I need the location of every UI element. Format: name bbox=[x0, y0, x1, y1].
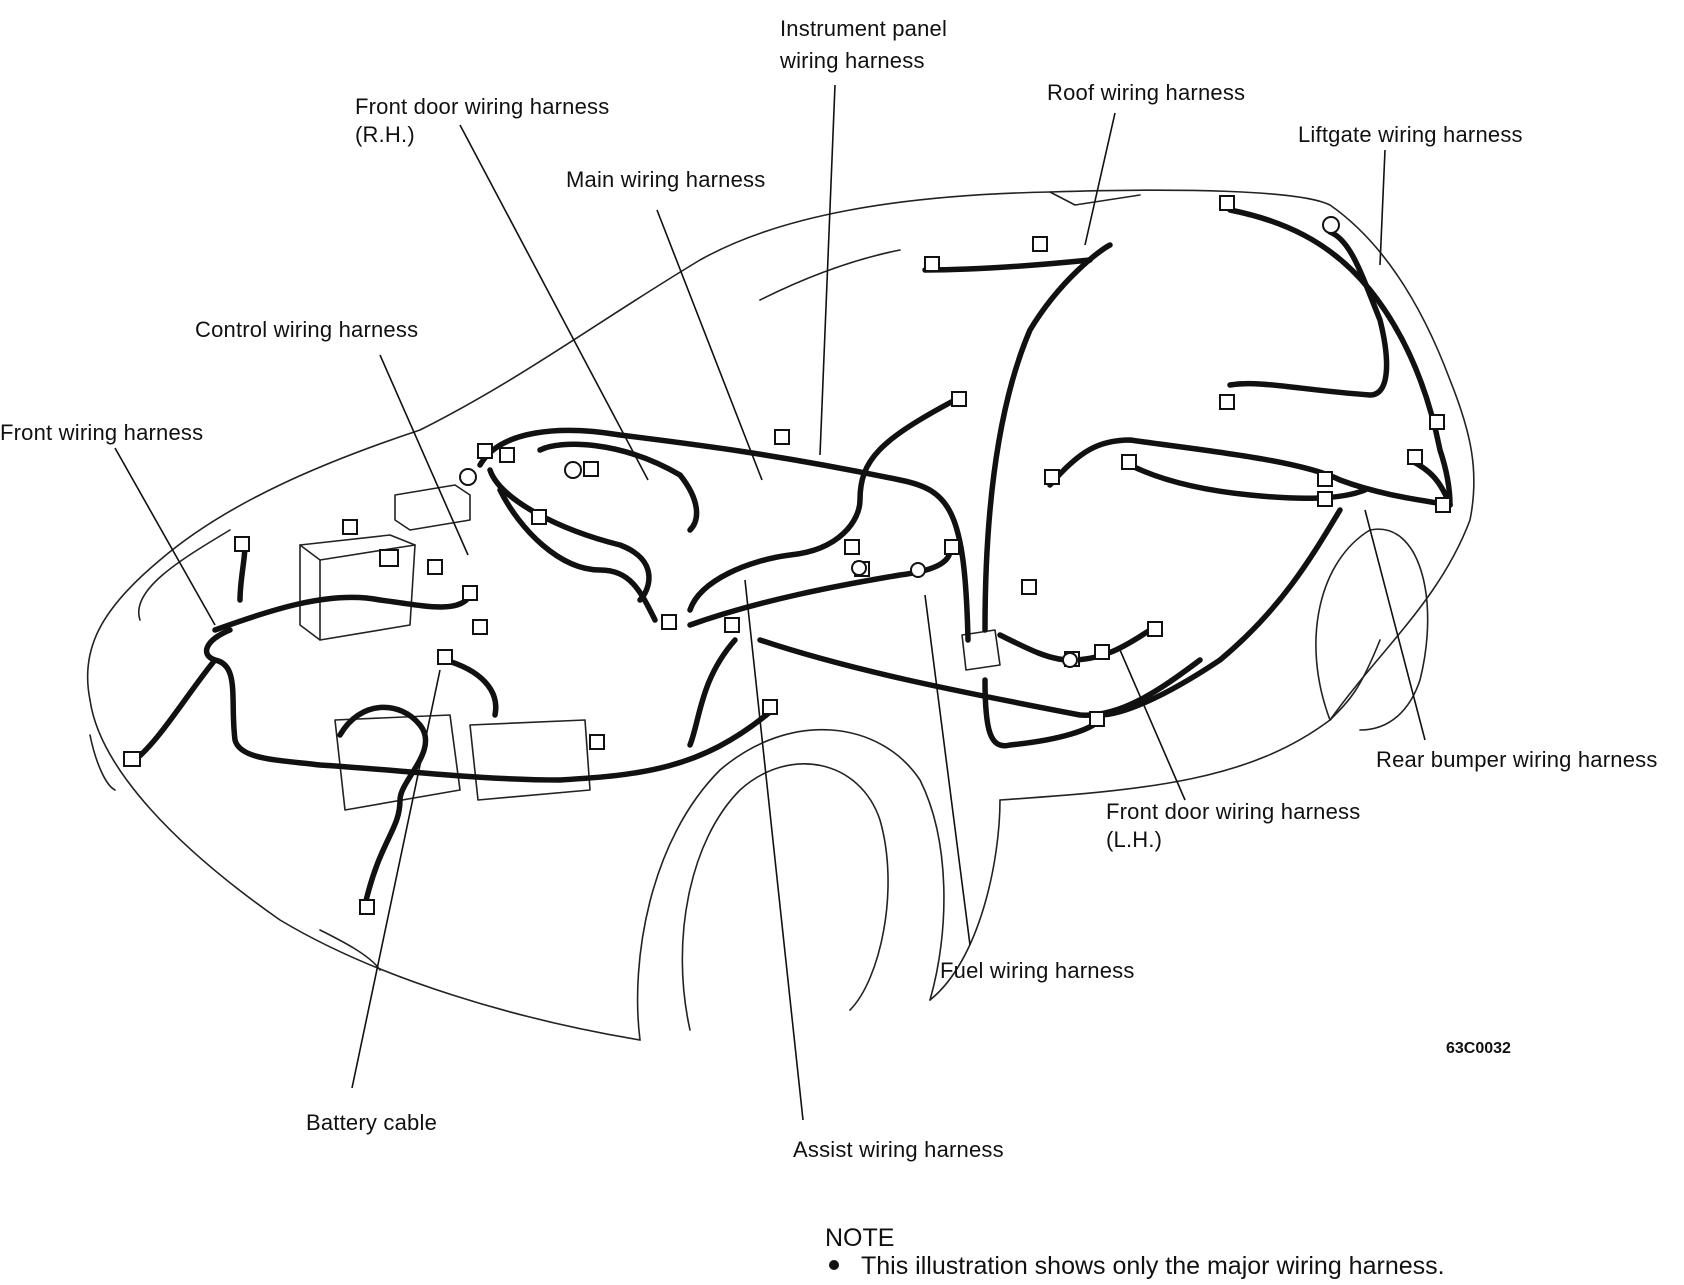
note-text: This illustration shows only the major w… bbox=[861, 1252, 1445, 1280]
connectors bbox=[123, 195, 1451, 915]
label-battery-cable: Battery cable bbox=[306, 1110, 438, 1135]
figure-code: 63C0032 bbox=[1446, 1040, 1511, 1057]
leader-lines bbox=[114, 84, 1426, 1121]
label-roof-harness: Roof wiring harness bbox=[1047, 80, 1246, 105]
label-front-door-lh-line2: (L.H.) bbox=[1106, 827, 1163, 852]
battery bbox=[299, 534, 416, 641]
note-line: This illustration shows only the major w… bbox=[825, 1250, 1445, 1282]
label-assist-harness: Assist wiring harness bbox=[793, 1137, 1004, 1162]
car-body-outline bbox=[86, 189, 1475, 1041]
label-front-door-rh-line2: (R.H.) bbox=[355, 122, 415, 147]
note-title: NOTE bbox=[825, 1224, 895, 1252]
label-instrument-panel-line1: Instrument panel bbox=[780, 16, 948, 41]
harness-runs bbox=[132, 207, 1453, 908]
label-liftgate-harness: Liftgate wiring harness bbox=[1298, 122, 1523, 147]
label-instrument-panel-line2: wiring harness bbox=[780, 48, 925, 73]
label-control-harness: Control wiring harness bbox=[195, 317, 419, 342]
headlight-assembly bbox=[334, 714, 591, 811]
bullet-icon bbox=[829, 1260, 839, 1271]
label-main-harness: Main wiring harness bbox=[566, 167, 766, 192]
label-rear-bumper-harness: Rear bumper wiring harness bbox=[1376, 747, 1658, 772]
label-fuel-harness: Fuel wiring harness bbox=[940, 958, 1135, 983]
label-front-harness: Front wiring harness bbox=[0, 420, 204, 445]
label-front-door-lh-line1: Front door wiring harness bbox=[1106, 799, 1361, 824]
label-front-door-rh-line1: Front door wiring harness bbox=[355, 94, 610, 119]
